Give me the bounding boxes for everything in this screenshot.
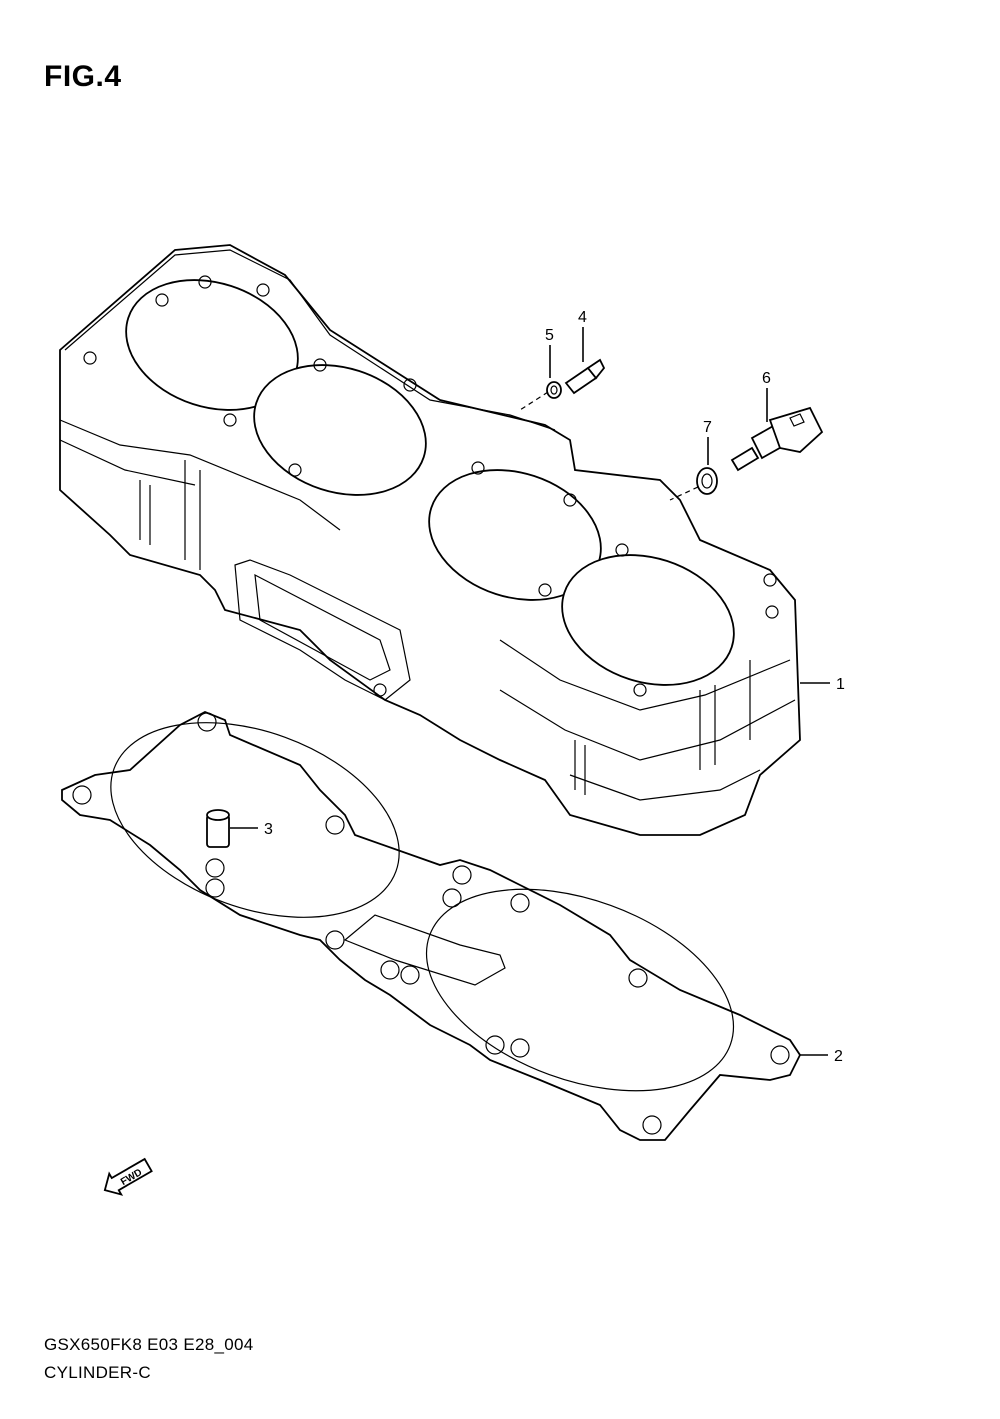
washer-large — [696, 467, 718, 495]
callout-2: 2 — [834, 1048, 843, 1065]
fwd-arrow-icon: FWD — [103, 1157, 153, 1196]
drawing-name: CYLINDER-C — [44, 1363, 151, 1382]
callout-3: 3 — [264, 821, 273, 838]
cylinder-gasket — [61, 711, 802, 1141]
drawing-code: GSX650FK8 E03 E28_004 — [44, 1335, 254, 1354]
bolt — [564, 358, 606, 395]
callout-1: 1 — [836, 676, 845, 693]
dowel-pin — [206, 809, 230, 848]
callout-5: 5 — [545, 327, 554, 344]
fwd-label: FWD — [119, 1167, 144, 1188]
figure-title: FIG.4 — [44, 60, 122, 93]
callout-7: 7 — [703, 419, 712, 436]
cylinder-block — [59, 244, 801, 836]
callout-6: 6 — [762, 370, 771, 387]
temperature-sensor — [730, 406, 824, 472]
washer-small — [546, 381, 562, 399]
callout-4: 4 — [578, 309, 587, 326]
